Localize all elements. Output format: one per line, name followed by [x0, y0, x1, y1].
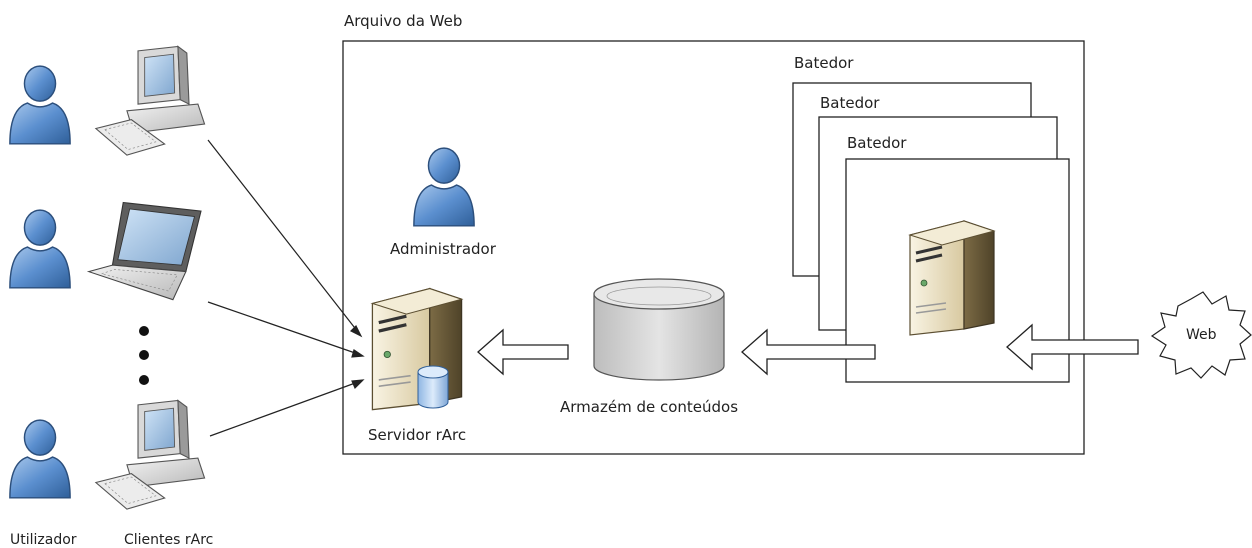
user-icon: [9, 419, 71, 499]
crawler-label: Batedor: [820, 94, 880, 112]
client-connections: [207, 139, 365, 437]
arrow-to-server: [477, 328, 569, 376]
desktop-computer-icon: [95, 45, 206, 156]
user-icon: [413, 147, 475, 227]
crawler-label: Batedor: [847, 134, 907, 152]
archive-title: Arquivo da Web: [344, 12, 462, 30]
server-tower-icon: [908, 219, 996, 337]
arrow-to-storage: [741, 328, 876, 376]
archive-boundary: [342, 40, 1085, 455]
client-group: Utilizador Clientes rArc: [9, 45, 213, 548]
arrow-from-web: [1006, 323, 1139, 371]
user-label: Utilizador: [10, 532, 77, 548]
ellipsis-dot: [139, 326, 149, 336]
storage-label: Armazém de conteúdos: [560, 398, 738, 416]
user-icon: [9, 65, 71, 145]
laptop-icon: [88, 201, 202, 301]
crawler-stack: Batedor Batedor Batedor: [792, 54, 1070, 383]
storage-cylinder-icon: [593, 278, 725, 381]
web-starburst-icon: [1150, 291, 1252, 379]
desktop-computer-icon: [95, 399, 206, 510]
server-label: Servidor rArc: [368, 426, 466, 444]
ellipsis-dot: [139, 350, 149, 360]
crawler-label: Batedor: [794, 54, 854, 72]
admin-label: Administrador: [390, 240, 497, 258]
web-label: Web: [1186, 327, 1217, 343]
clients-label: Clientes rArc: [124, 532, 213, 548]
database-icon: [417, 365, 449, 409]
user-icon: [9, 209, 71, 289]
ellipsis-dot: [139, 375, 149, 385]
